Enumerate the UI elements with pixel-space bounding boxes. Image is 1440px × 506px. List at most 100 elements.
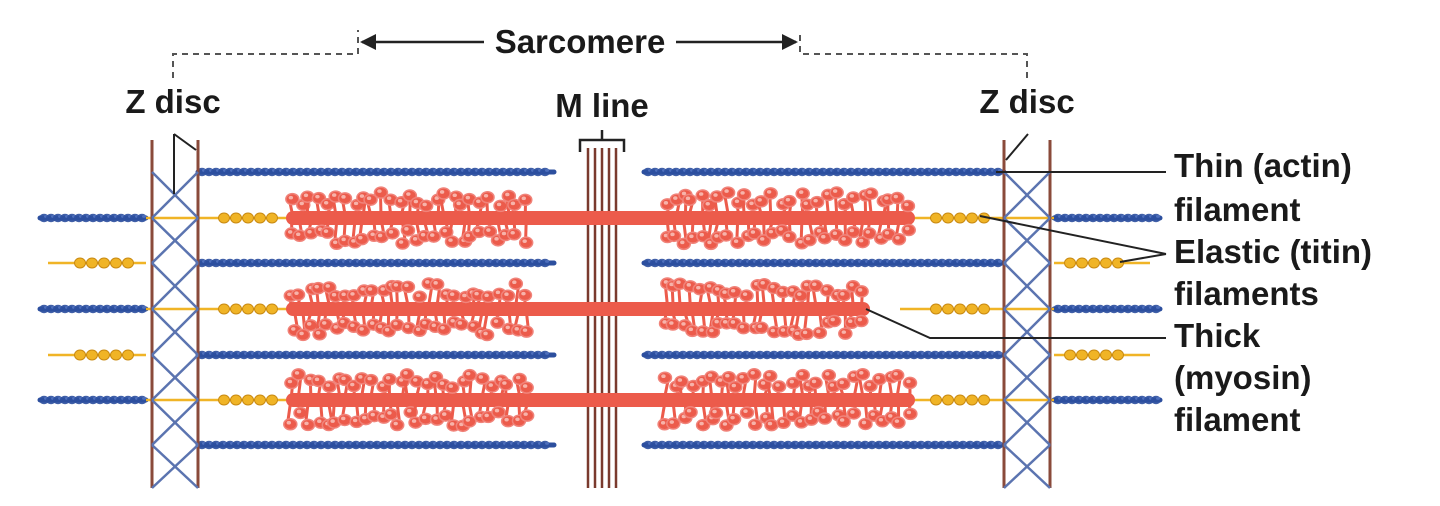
titin-leader-inner	[979, 215, 1167, 255]
myosin-head-highlight	[906, 379, 911, 384]
myosin-head-highlight	[875, 375, 881, 380]
z-disc-crosslink	[151, 171, 199, 219]
titin-coil	[1112, 349, 1124, 361]
myosin-head-highlight	[725, 373, 730, 378]
myosin-head	[303, 319, 318, 332]
myosin-head	[891, 233, 907, 246]
actin-filaments	[37, 167, 1163, 450]
z-disc-crosslink	[1003, 217, 1051, 264]
myosin-head-highlight	[456, 201, 461, 206]
myosin-head	[736, 188, 752, 201]
annotation-lines	[172, 30, 1167, 339]
myosin-head	[446, 289, 461, 302]
myosin-head-highlight	[422, 202, 427, 207]
myosin-head-highlight	[477, 413, 482, 418]
myosin-head-highlight	[493, 319, 499, 323]
titin-coil	[1100, 257, 1112, 269]
titin-coil	[930, 394, 942, 406]
myosin-head-highlight	[829, 383, 835, 387]
actin-bead-highlight	[142, 397, 146, 400]
sarcomere-arrowhead-left	[360, 34, 376, 50]
myosin-head-highlight	[766, 372, 771, 377]
titin-coil	[266, 394, 278, 406]
myosin-head-highlight	[906, 410, 912, 415]
actin-bead	[1151, 395, 1161, 405]
myosin-head-highlight	[849, 283, 854, 287]
myosin-head-highlight	[743, 409, 748, 413]
myosin-head	[891, 416, 906, 429]
titin-strand	[48, 257, 146, 269]
actin-strand	[195, 440, 557, 450]
myosin-head-highlight	[416, 293, 421, 298]
sarcomere-dashed-left	[172, 30, 359, 78]
myosin-head-highlight	[350, 323, 355, 328]
myosin-head-highlight	[439, 190, 445, 194]
myosin-head	[855, 235, 870, 249]
myosin-head	[373, 186, 389, 199]
titin-strand	[146, 394, 300, 406]
myosin-head-highlight	[377, 324, 383, 329]
myosin-head-highlight	[895, 235, 900, 240]
myosin-head-highlight	[740, 191, 745, 195]
thin-filament-label-line2: filament	[1174, 191, 1301, 228]
myosin-head-highlight	[789, 379, 794, 384]
myosin-head-highlight	[763, 414, 768, 419]
myosin-head-highlight	[673, 196, 678, 200]
myosin-head-highlight	[448, 238, 453, 242]
myosin-head-highlight	[466, 371, 471, 376]
myosin-head	[519, 325, 534, 338]
actin-bead	[137, 304, 147, 314]
myosin-head-highlight	[523, 412, 528, 416]
myosin-head-highlight	[387, 411, 392, 415]
myosin-head	[482, 225, 498, 238]
myosin-head	[657, 371, 673, 384]
actin-strand	[1051, 213, 1163, 223]
myosin-head	[436, 187, 451, 200]
myosin-head	[500, 289, 516, 302]
myosin-head	[817, 412, 833, 425]
actin-strand	[641, 350, 1007, 360]
myosin-head-highlight	[470, 323, 475, 327]
myosin-head-highlight	[814, 408, 820, 413]
actin-strand	[195, 258, 557, 268]
myosin-head	[519, 381, 534, 394]
myosin-head	[764, 418, 779, 432]
myosin-head-highlight	[661, 374, 666, 378]
myosin-head	[364, 284, 379, 297]
myosin-head-highlight	[370, 232, 375, 237]
z-disc-left-label: Z disc	[125, 83, 221, 120]
actin-bead	[137, 213, 147, 223]
myosin-head-highlight	[688, 327, 694, 332]
myosin-head-highlight	[785, 233, 791, 238]
z-disc-right-label: Z disc	[979, 83, 1075, 120]
myosin-head-highlight	[360, 287, 365, 291]
titin-coil	[266, 303, 278, 315]
myosin-head	[666, 229, 682, 243]
thick-filament-label-line3: filament	[1174, 401, 1301, 438]
actin-bead-highlight	[1156, 215, 1160, 218]
myosin-head	[836, 289, 852, 302]
z-disc-crosslink	[1003, 308, 1051, 356]
titin-coil	[74, 349, 86, 361]
myosin-head-highlight	[797, 419, 803, 423]
thick-filament-leader	[865, 308, 1166, 339]
myosin-head-highlight	[323, 201, 329, 205]
myosin-head	[903, 407, 918, 421]
elastic-filaments-label-line2: filaments	[1174, 275, 1319, 312]
myosin-head-highlight	[341, 416, 346, 421]
myosin-head	[400, 224, 416, 237]
myosin-head-highlight	[849, 228, 854, 233]
elastic-filaments-label-line1: Elastic (titin)	[1174, 233, 1373, 270]
myosin-head-highlight	[681, 322, 686, 326]
myosin-head-highlight	[884, 231, 890, 235]
thick-filament-label-line2: (myosin)	[1174, 359, 1312, 396]
actin-bead-highlight	[545, 352, 549, 355]
titin-strand	[900, 212, 1054, 224]
myosin-head-highlight	[849, 194, 855, 198]
myosin-head	[708, 406, 724, 420]
myosin-head-highlight	[662, 320, 667, 324]
titin-coil	[942, 212, 954, 224]
myosin-head-highlight	[714, 319, 719, 324]
myosin-head-highlight	[857, 288, 863, 292]
myosin-head-highlight	[413, 199, 419, 204]
